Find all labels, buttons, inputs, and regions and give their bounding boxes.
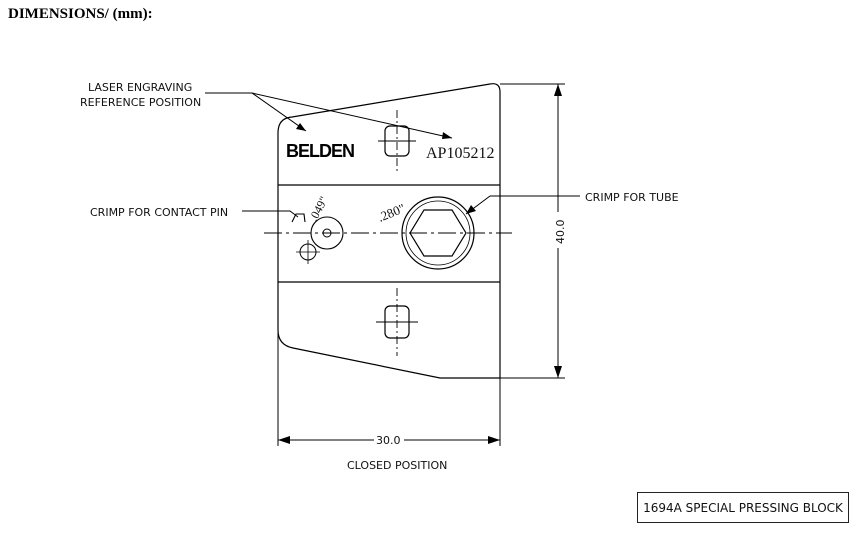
laser-arrow-to-part <box>251 92 453 139</box>
tube-crimp-hex <box>401 196 475 270</box>
title-block: 1694A SPECIAL PRESSING BLOCK <box>637 492 849 523</box>
closed-position-label: CLOSED POSITION <box>347 459 447 472</box>
belden-logo: BELDEN <box>286 141 354 161</box>
crimp-contact-pin-label: CRIMP FOR CONTACT PIN <box>90 206 228 219</box>
width-dimension: 30.0 <box>376 434 401 447</box>
tube-diameter-dim: .280" <box>376 200 408 224</box>
laser-arrowhead-part <box>442 132 452 139</box>
laser-arrow-to-logo <box>251 92 307 132</box>
crimp-tube-label: CRIMP FOR TUBE <box>585 191 679 204</box>
upper-mounting-hole <box>378 110 416 172</box>
height-dimension: 40.0 <box>554 220 567 245</box>
contact-pin-leader <box>242 210 299 218</box>
pin-diameter-dim: .049" <box>306 194 331 224</box>
dimensions-heading: DIMENSIONS/ (mm): <box>8 6 153 22</box>
block-outline <box>277 83 501 379</box>
contact-pin-crimp <box>291 213 344 264</box>
laser-engraving-label: LASER ENGRAVING <box>88 81 192 94</box>
lower-mounting-hole <box>376 288 418 356</box>
reference-position-label: REFERENCE POSITION <box>80 96 201 109</box>
height-arrow-top <box>554 84 562 96</box>
laser-arrowhead-logo <box>296 123 306 131</box>
tube-arrowhead <box>466 205 476 214</box>
width-arrow-left <box>278 436 290 444</box>
height-arrow-bottom <box>554 366 562 378</box>
part-number-engraving: AP105212 <box>426 145 494 162</box>
width-arrow-right <box>488 436 500 444</box>
